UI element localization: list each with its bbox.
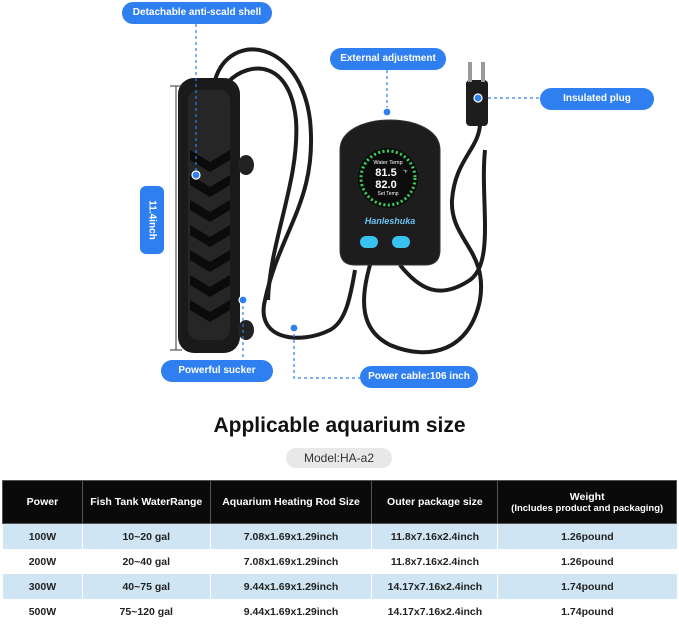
heater-diagram: Water Temp 81.5 °F 82.0 Set Temp Hanlesh… [170, 24, 540, 379]
controller-button-left[interactable] [360, 236, 378, 248]
temperature-ring [359, 149, 417, 207]
cell-rod-size: 9.44x1.69x1.29inch [209, 599, 372, 624]
heater-vents [190, 150, 230, 322]
cell-power: 200W [2, 549, 83, 574]
cell-package-size: 11.8x7.16x2.4inch [371, 523, 498, 549]
cell-range: 20~40 gal [81, 549, 211, 574]
cell-power: 500W [2, 599, 83, 624]
water-temp-label: Water Temp [373, 160, 402, 166]
spec-table: Power Fish Tank WaterRange Aquarium Heat… [2, 480, 677, 624]
water-temp-value: 81.5 [375, 167, 396, 179]
heater-cable-loop [226, 66, 299, 301]
table-row: 500W 75~120 gal 9.44x1.69x1.29inch 14.17… [2, 599, 677, 624]
cell-weight: 1.74pound [497, 574, 677, 599]
power-cable [362, 124, 484, 355]
cell-power: 100W [2, 523, 83, 549]
model-badge: Model:HA-a2 [286, 448, 392, 468]
header-weight-sub: (Includes product and packaging) [511, 502, 664, 514]
cell-range: 75~120 gal [81, 599, 211, 624]
table-row: 200W 20~40 gal 7.08x1.69x1.29inch 11.8x7… [2, 549, 677, 574]
header-power: Power [2, 480, 83, 524]
cell-weight: 1.74pound [497, 599, 677, 624]
product-illustration: Water Temp 81.5 °F 82.0 Set Temp Hanlesh… [122, 2, 654, 388]
cell-package-size: 14.17x7.16x2.4inch [371, 599, 498, 624]
cell-weight: 1.26pound [497, 523, 677, 549]
cell-range: 10~20 gal [81, 523, 211, 549]
controller-button-right[interactable] [392, 236, 410, 248]
cell-weight: 1.26pound [497, 549, 677, 574]
plug-prong-right [481, 62, 485, 82]
callout-shell: Detachable anti-scald shell [122, 2, 272, 24]
plug-body [466, 80, 488, 126]
table-header-row: Power Fish Tank WaterRange Aquarium Heat… [2, 480, 677, 524]
callout-adjustment: External adjustment [330, 48, 446, 70]
callout-cable: Power cable:106 inch [360, 366, 478, 388]
header-rod-size: Aquarium Heating Rod Size [209, 480, 373, 524]
temp-unit: °F [403, 169, 408, 174]
suction-cup-bottom [238, 320, 254, 340]
header-weight-label: Weight [569, 490, 605, 503]
header-weight: Weight (Includes product and packaging) [497, 480, 677, 524]
header-package-size: Outer package size [371, 480, 499, 524]
section-heading: Applicable aquarium size [213, 414, 466, 437]
heater-cable [213, 47, 357, 340]
table-row: 300W 40~75 gal 9.44x1.69x1.29inch 14.17x… [2, 574, 677, 599]
cell-power: 300W [2, 574, 83, 599]
brand-logo: Hanleshuka [365, 216, 416, 226]
callout-plug: Insulated plug [540, 88, 654, 110]
callout-sucker: Powerful sucker [161, 360, 273, 382]
set-temp-label: Set Temp [377, 191, 398, 197]
plug-prong-left [468, 62, 472, 82]
set-temp-value: 82.0 [375, 179, 396, 191]
cell-package-size: 14.17x7.16x2.4inch [371, 574, 498, 599]
header-water-range: Fish Tank WaterRange [81, 480, 211, 524]
power-cable-loop [398, 149, 487, 293]
cell-range: 40~75 gal [81, 574, 211, 599]
cell-rod-size: 7.08x1.69x1.29inch [209, 523, 372, 549]
table-row: 100W 10~20 gal 7.08x1.69x1.29inch 11.8x7… [2, 523, 677, 549]
controller-display [358, 148, 418, 208]
cell-rod-size: 7.08x1.69x1.29inch [209, 549, 372, 574]
callout-leaders [195, 24, 540, 379]
rod-length-label: 11.4inch [140, 186, 164, 254]
suction-cup-top [238, 155, 254, 175]
cell-rod-size: 9.44x1.69x1.29inch [209, 574, 372, 599]
cell-package-size: 11.8x7.16x2.4inch [371, 549, 498, 574]
callout-dots [191, 93, 483, 333]
